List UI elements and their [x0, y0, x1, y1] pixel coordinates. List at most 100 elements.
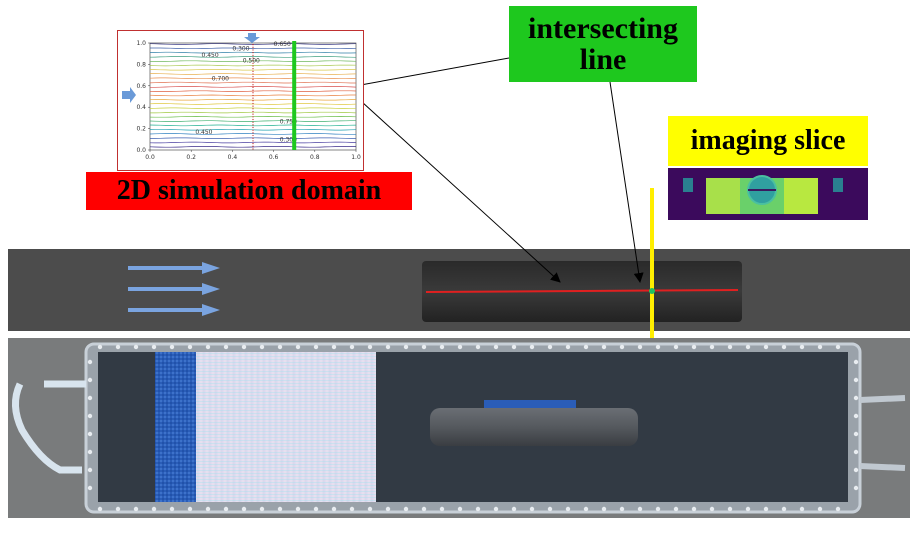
bolt	[349, 506, 355, 512]
center-dot	[252, 137, 254, 139]
bolt	[853, 485, 859, 491]
center-dot	[252, 70, 254, 72]
contour-line	[149, 133, 356, 135]
imaging-slice-label: imaging slice	[668, 116, 868, 166]
contour-line	[149, 69, 356, 71]
contour-label: 0.300	[280, 136, 297, 143]
bolt	[223, 344, 229, 350]
center-dot	[252, 124, 254, 126]
bolt	[259, 344, 265, 350]
contour-line	[149, 77, 357, 80]
inflow-arrow-icon	[122, 87, 136, 103]
bolt	[277, 506, 283, 512]
bolt	[655, 344, 661, 350]
center-dot	[252, 145, 254, 147]
bolt	[619, 506, 625, 512]
center-dot	[252, 89, 254, 91]
bolt	[475, 506, 481, 512]
pointer-line-domain	[361, 101, 561, 283]
center-dot	[252, 134, 254, 137]
center-dot	[252, 54, 254, 56]
bolt	[313, 506, 319, 512]
bolt	[349, 344, 355, 350]
center-dot	[252, 105, 254, 107]
bolt	[295, 344, 301, 350]
bolt	[763, 344, 769, 350]
bolt	[565, 506, 571, 512]
bolt	[835, 344, 841, 350]
bolt	[151, 506, 157, 512]
bolt	[241, 506, 247, 512]
bolt	[655, 506, 661, 512]
bolt	[691, 344, 697, 350]
x-tick-label: 0.4	[228, 154, 238, 161]
flow-arrows	[128, 262, 220, 316]
center-dot	[252, 65, 254, 67]
bolt	[673, 506, 679, 512]
bolt	[853, 449, 859, 455]
bolt	[817, 344, 823, 350]
contour-line	[149, 107, 356, 110]
bolt	[799, 506, 805, 512]
center-dot	[252, 116, 254, 118]
y-tick-label: 0.4	[136, 104, 146, 111]
bolt	[853, 359, 859, 365]
contour-plot: 0.6500.3000.4500.5000.7000.4500.3000.750…	[122, 33, 361, 161]
contour-label: 0.750	[280, 118, 297, 125]
contour-line	[150, 86, 357, 88]
bolt	[511, 344, 517, 350]
bolt	[421, 344, 427, 350]
bolt	[817, 506, 823, 512]
center-dot	[252, 60, 254, 62]
bolt	[853, 413, 859, 419]
center-dot	[252, 140, 254, 142]
center-dot	[252, 132, 254, 134]
contour-line	[149, 90, 357, 92]
contour-label: 0.650	[274, 41, 291, 48]
bolt	[547, 506, 553, 512]
center-dot	[252, 108, 254, 110]
bolt	[151, 344, 157, 350]
bolt	[637, 506, 643, 512]
bolt	[763, 506, 769, 512]
bolt	[853, 395, 859, 401]
top-arrow-icon	[244, 33, 260, 43]
contour-line	[149, 146, 357, 148]
bolt	[367, 506, 373, 512]
center-dot	[252, 126, 254, 129]
bolt	[205, 506, 211, 512]
bolt	[403, 344, 409, 350]
y-tick-label: 0.6	[136, 83, 146, 90]
simulation-domain-text: 2D simulation domain	[116, 175, 382, 207]
x-tick-label: 1.0	[351, 154, 361, 161]
bolt	[853, 377, 859, 383]
x-tick-label: 0.0	[145, 154, 155, 161]
bolt	[745, 344, 751, 350]
x-tick-label: 0.8	[310, 154, 320, 161]
contour-label: 0.450	[202, 52, 219, 59]
bolt	[601, 506, 607, 512]
imaging-slice-text: imaging slice	[690, 125, 846, 157]
center-dot	[252, 113, 254, 115]
flume-photo	[8, 338, 910, 518]
bolt	[709, 506, 715, 512]
bolt	[439, 506, 445, 512]
contour-label: 0.700	[212, 75, 229, 82]
bolt	[457, 506, 463, 512]
bolt	[583, 506, 589, 512]
bolt	[97, 344, 103, 350]
bolt	[295, 506, 301, 512]
center-dot	[252, 52, 254, 54]
y-tick-label: 0.2	[136, 126, 146, 133]
bolt	[115, 506, 121, 512]
bolt	[87, 449, 93, 455]
bolt	[745, 506, 751, 512]
bolt	[799, 344, 805, 350]
bolt	[601, 344, 607, 350]
bolt	[493, 506, 499, 512]
contour-line	[150, 111, 357, 114]
center-dot	[252, 102, 254, 105]
center-dot	[252, 86, 254, 89]
bolt	[583, 344, 589, 350]
